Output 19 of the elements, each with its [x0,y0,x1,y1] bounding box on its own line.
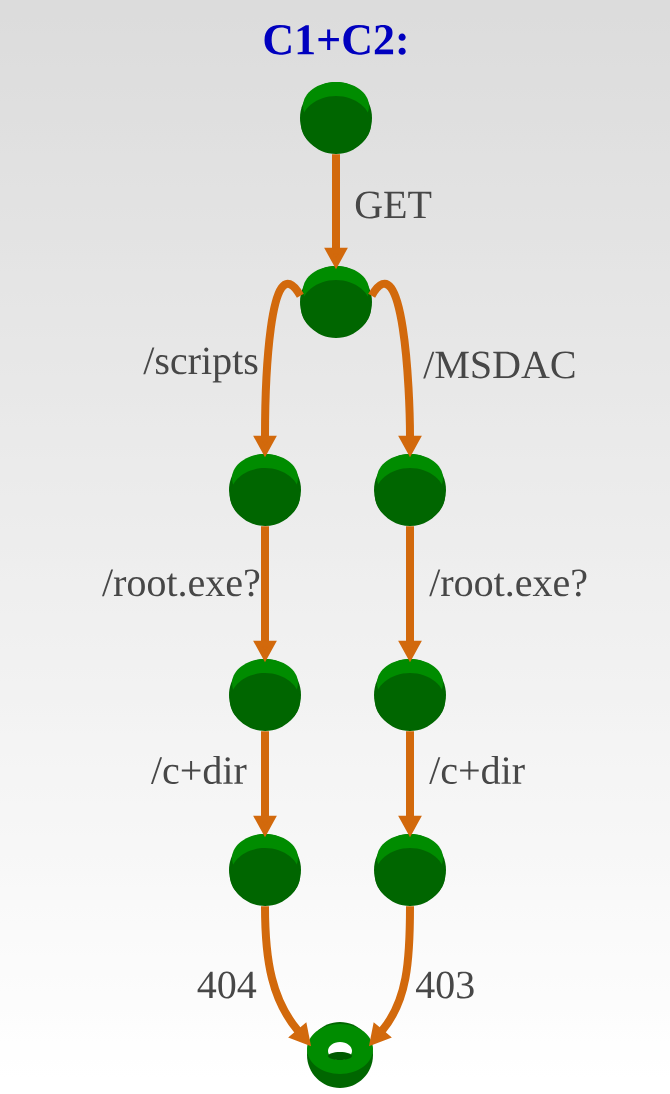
circle-node [300,82,372,154]
edge-label: /c+dir [150,755,247,785]
edge-label: GET [355,191,432,219]
circle-node [374,834,446,906]
edge-label: /root.exe? [102,569,260,597]
circle-node [229,834,301,906]
circle-node [229,659,301,731]
circle-node [374,454,446,526]
edge-label: /MSDAC [423,351,575,379]
edge-label: /root.exe? [429,569,587,597]
circle-node [300,266,372,338]
edge-label: /scripts [143,347,258,383]
edge-label: 403 [416,971,474,999]
edge-label: /c+dir [429,755,525,785]
ring-node [307,1022,373,1088]
circle-node [229,454,301,526]
circle-node [374,659,446,731]
edge-label: 404 [197,971,257,999]
title: C1+C2: [264,25,406,55]
